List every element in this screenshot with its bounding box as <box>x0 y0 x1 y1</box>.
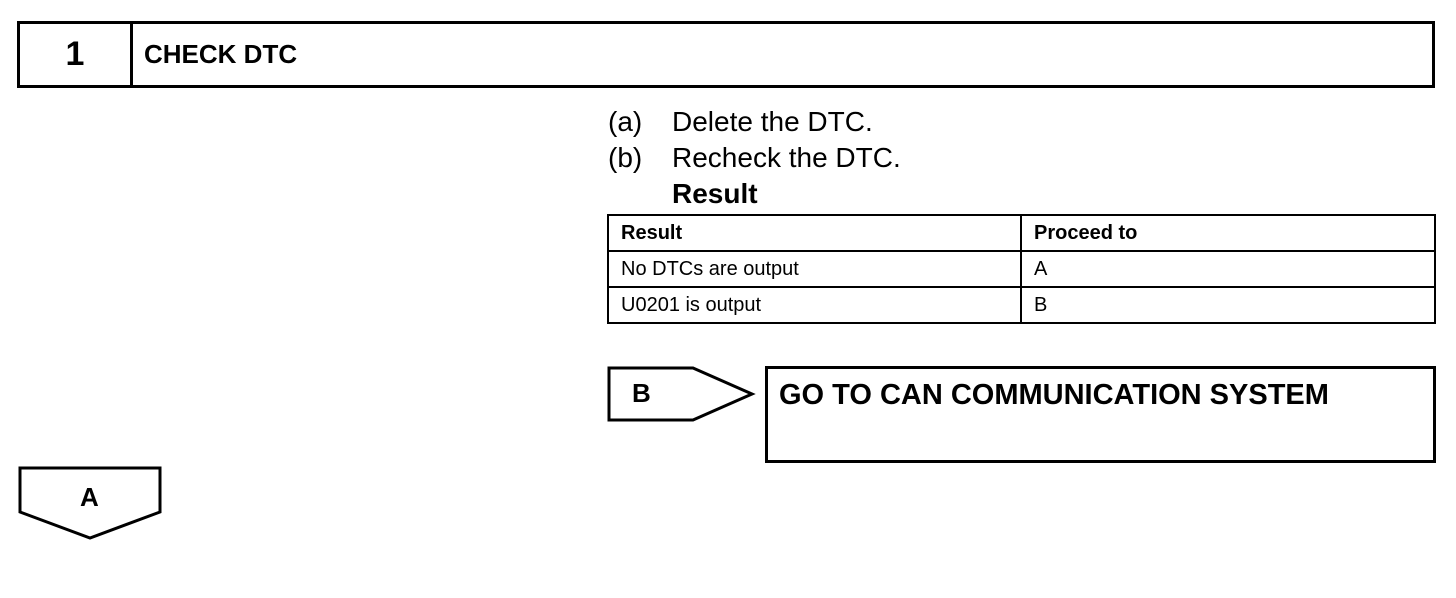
step-header: 1 CHECK DTC <box>17 21 1435 88</box>
table-cell-result: No DTCs are output <box>607 250 1022 288</box>
result-heading: Result <box>672 178 758 209</box>
branch-b-action-text: GO TO CAN COMMUNICATION SYSTEM <box>779 379 1329 411</box>
table-header-result: Result <box>607 214 1022 252</box>
step-title: CHECK DTC <box>144 39 298 69</box>
step-number: 1 <box>20 24 133 85</box>
branch-b-arrow-icon <box>607 366 756 422</box>
table-cell-proceed-to: B <box>1020 286 1436 324</box>
table-cell-result: U0201 is output <box>607 286 1022 324</box>
branch-b-label: B <box>632 378 651 408</box>
table-cell-proceed-to: A <box>1020 250 1436 288</box>
instruction-b: (b) Recheck the DTC. <box>608 141 901 175</box>
instruction-a: (a) Delete the DTC. <box>608 105 873 139</box>
branch-a-label: A <box>80 482 99 512</box>
instruction-a-letter: (a) <box>608 106 643 137</box>
instruction-a-text: Delete the DTC. <box>672 106 873 137</box>
branch-a-arrow-icon <box>18 466 162 540</box>
result-table: Result Proceed to No DTCs are output A U… <box>607 214 1436 324</box>
table-header-proceed-to: Proceed to <box>1020 214 1436 252</box>
instruction-b-letter: (b) <box>608 142 643 173</box>
instruction-b-text: Recheck the DTC. <box>672 142 901 173</box>
table-row: U0201 is output B <box>607 286 1436 324</box>
table-row: No DTCs are output A <box>607 250 1436 288</box>
branch-b-action-box: GO TO CAN COMMUNICATION SYSTEM <box>765 366 1436 463</box>
table-header-row: Result Proceed to <box>607 214 1436 252</box>
